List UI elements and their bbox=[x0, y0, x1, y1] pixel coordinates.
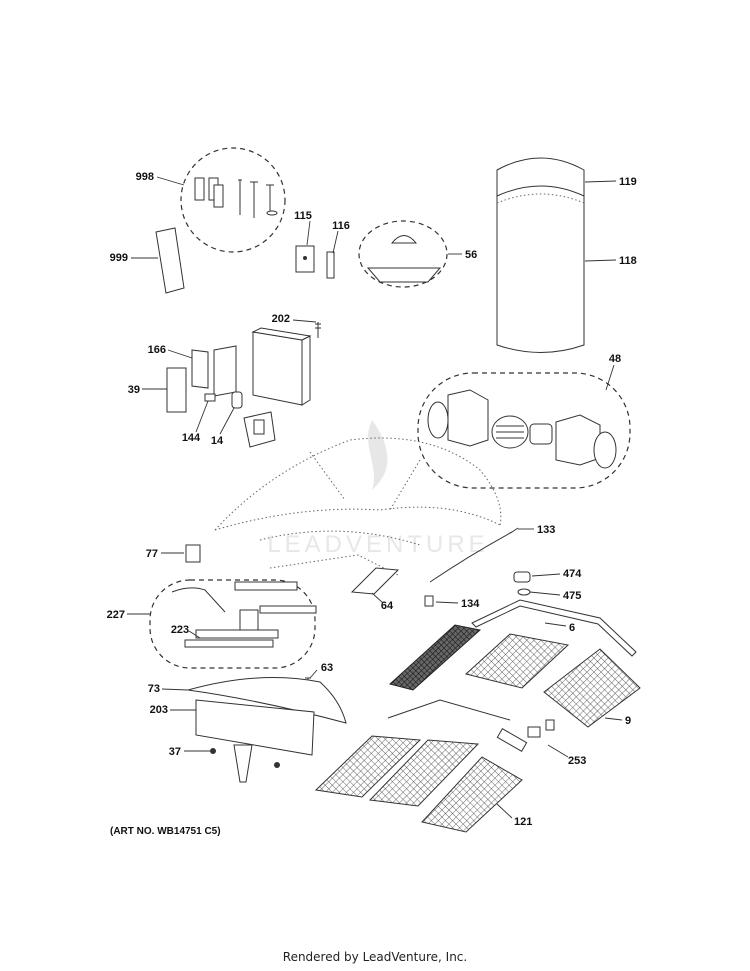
callout-144: 144 bbox=[182, 432, 201, 444]
part-77-label bbox=[185, 544, 201, 563]
callout-48: 48 bbox=[609, 353, 621, 365]
part-119-118-chimney bbox=[496, 157, 585, 353]
callout-73: 73 bbox=[148, 683, 160, 695]
part-grease-filter-center bbox=[464, 633, 570, 689]
part-253-light-housing bbox=[387, 699, 555, 753]
callout-56: 56 bbox=[465, 249, 477, 261]
part-115-switch-box bbox=[295, 245, 315, 273]
part-6-rail bbox=[471, 599, 637, 657]
part-dark-filter bbox=[388, 624, 482, 691]
part-56-damper bbox=[358, 220, 448, 288]
part-166-control-board bbox=[191, 345, 237, 397]
part-121-filter-left bbox=[314, 735, 422, 798]
callout-6: 6 bbox=[569, 622, 575, 634]
part-203-front-panel bbox=[195, 699, 315, 756]
part-64-panel bbox=[350, 567, 400, 595]
flame-icon bbox=[368, 420, 388, 490]
part-134-screw bbox=[424, 595, 434, 607]
callout-474: 474 bbox=[563, 568, 582, 580]
callout-202: 202 bbox=[272, 313, 290, 325]
callout-118: 118 bbox=[619, 255, 637, 267]
callout-227: 227 bbox=[107, 609, 125, 621]
callout-116: 116 bbox=[332, 220, 350, 232]
part-37-knob bbox=[210, 744, 280, 783]
part-999-instructions bbox=[155, 227, 185, 294]
part-475-clip bbox=[517, 588, 531, 596]
callout-166: 166 bbox=[148, 344, 166, 356]
callout-121: 121 bbox=[514, 816, 532, 828]
callout-998: 998 bbox=[136, 171, 154, 183]
part-144-clip bbox=[204, 393, 216, 402]
callout-115: 115 bbox=[294, 210, 312, 222]
callout-39: 39 bbox=[128, 384, 140, 396]
callout-64: 64 bbox=[381, 600, 394, 612]
part-48-blower-assembly bbox=[417, 372, 631, 489]
part-control-box bbox=[251, 327, 312, 406]
part-39-panel bbox=[166, 367, 187, 413]
part-202-screw bbox=[315, 322, 321, 338]
callout-9: 9 bbox=[625, 715, 631, 727]
part-9-grease-filter bbox=[543, 648, 641, 728]
part-474-connector bbox=[513, 571, 531, 583]
callout-475: 475 bbox=[563, 590, 581, 602]
watermark-text: LEADVENTURE bbox=[267, 531, 488, 558]
callout-253: 253 bbox=[568, 755, 586, 767]
callout-77: 77 bbox=[146, 548, 158, 560]
callout-203: 203 bbox=[150, 704, 168, 716]
callout-37: 37 bbox=[169, 746, 181, 758]
callout-119: 119 bbox=[619, 176, 637, 188]
callout-133: 133 bbox=[537, 524, 555, 536]
part-133-trim bbox=[429, 527, 519, 583]
part-998-hardware-kit bbox=[180, 147, 286, 253]
callout-999: 999 bbox=[110, 252, 128, 264]
part-121-filter-right bbox=[421, 756, 523, 833]
callout-14: 14 bbox=[211, 435, 224, 447]
callout-134: 134 bbox=[461, 598, 480, 610]
callout-63: 63 bbox=[321, 662, 333, 674]
part-116-bracket bbox=[326, 251, 335, 279]
callout-223: 223 bbox=[171, 624, 189, 636]
part-227-lighting-harness bbox=[149, 579, 317, 669]
watermark: LEADVENTURE bbox=[267, 420, 488, 558]
art-number: (ART NO. WB14751 C5) bbox=[110, 826, 221, 837]
part-hood-canopy bbox=[214, 437, 502, 576]
part-14-capacitor bbox=[231, 391, 243, 409]
part-terminal-block bbox=[243, 411, 276, 448]
footer-credit: Rendered by LeadVenture, Inc. bbox=[282, 950, 468, 964]
part-121-filter-center bbox=[368, 739, 480, 807]
